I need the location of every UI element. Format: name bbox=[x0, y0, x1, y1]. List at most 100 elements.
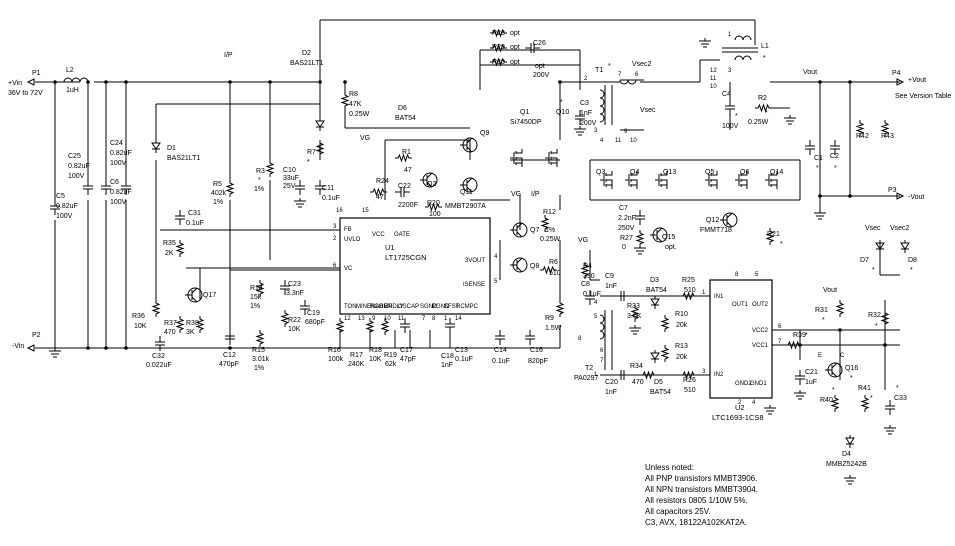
lbl-q11: Q11 bbox=[460, 189, 473, 196]
lbl-r14: R14 bbox=[250, 285, 263, 292]
lbl-l2-val: 1uH bbox=[66, 87, 79, 94]
lbl-r42: R42 bbox=[856, 133, 869, 140]
lbl-q15-v: opt. bbox=[665, 244, 677, 251]
u1-pn-3: 3 bbox=[333, 224, 337, 230]
port-version-note: See Version Table bbox=[895, 93, 951, 100]
lbl-c13: C13 bbox=[455, 347, 468, 354]
lbl-r19-v: 62k bbox=[385, 361, 397, 368]
lbl-c19-v: 680pF bbox=[305, 319, 325, 326]
lbl-r29-v: opt bbox=[510, 44, 520, 51]
lbl-t1-s: * bbox=[608, 63, 611, 70]
lbl-r13: R13 bbox=[675, 343, 688, 350]
lbl-c7-r: 250V bbox=[618, 225, 635, 232]
lbl-r18: R18 bbox=[369, 347, 382, 354]
lbl-q1-v: Si7450DP bbox=[510, 119, 542, 126]
lbl-c17: C17 bbox=[400, 347, 413, 354]
lbl-r28-v: opt bbox=[510, 30, 520, 37]
u1-pin-3vout: 3VOUT bbox=[465, 258, 485, 264]
lbl-r30: R30 bbox=[492, 59, 505, 66]
lbl-c12: C12 bbox=[223, 352, 236, 359]
lbl-q6: Q6 bbox=[740, 169, 749, 176]
u1-pin-vcc: VCC bbox=[372, 232, 385, 238]
lbl-r38: R38 bbox=[186, 320, 199, 327]
port-vin-range: 36V to 72V bbox=[8, 90, 43, 97]
lbl-q2: Q2 bbox=[427, 181, 436, 188]
lbl-c3-v: 1nF bbox=[580, 110, 592, 117]
u1-pn-2: 2 bbox=[333, 236, 337, 242]
lbl-r12: R12 bbox=[543, 209, 556, 216]
u2-pn-8: 8 bbox=[735, 272, 739, 278]
lbl-r8: R8 bbox=[349, 91, 358, 98]
note-line-2: All NPN transistors MMBT3904. bbox=[645, 485, 758, 494]
lbl-r38-v: 3K bbox=[186, 329, 195, 336]
lbl-c6-r: 100V bbox=[110, 199, 127, 206]
lbl-c10: C10 bbox=[283, 167, 296, 174]
t1-pin-6: 6 bbox=[635, 72, 639, 78]
u1-pin-rcmpc: RCMPC bbox=[456, 304, 479, 310]
lbl-c26-r: 200V bbox=[533, 72, 550, 79]
lbl-c2: C2 bbox=[830, 153, 839, 160]
l1-pin-11: 11 bbox=[710, 76, 717, 82]
net-ip-1: I/P bbox=[224, 52, 233, 59]
lbl-r10: R10 bbox=[675, 311, 688, 318]
port-vin-pos: +Vin bbox=[8, 80, 22, 87]
lbl-r9-w: 1.5W bbox=[545, 325, 562, 332]
u2-block bbox=[709, 279, 773, 399]
lbl-d5: D5 bbox=[654, 379, 663, 386]
u1-pn-10: 10 bbox=[384, 316, 391, 322]
note-line-3: All resistors 0805 1/10W 5%. bbox=[645, 496, 748, 505]
lbl-r36-v: 10K bbox=[134, 323, 147, 330]
lbl-r25: R25 bbox=[682, 277, 695, 284]
lbl-r20-v: 100 bbox=[429, 211, 441, 218]
lbl-c4-v: 100V bbox=[722, 123, 739, 130]
lbl-c7-v: 2.2nF bbox=[618, 215, 636, 222]
u1-pn-6: 6 bbox=[333, 263, 337, 269]
lbl-r39-s: * bbox=[805, 332, 808, 339]
lbl-c22-v: 2200F bbox=[398, 202, 418, 209]
lbl-r3-s: * bbox=[258, 177, 261, 184]
lbl-d5-v: BAT54 bbox=[650, 389, 671, 396]
lbl-q13: Q13 bbox=[663, 169, 676, 176]
t2-pin-7: 7 bbox=[600, 358, 604, 364]
labels: P1 +Vin 36V to 72V P2 -Vin P4 +Vout See … bbox=[8, 30, 951, 527]
lbl-t1: T1 bbox=[595, 67, 603, 74]
t2-pin-6: 6 bbox=[600, 348, 604, 354]
lbl-q4: Q4 bbox=[630, 169, 639, 176]
lbl-t2: T2 bbox=[585, 365, 593, 372]
lbl-q9: Q9 bbox=[480, 130, 489, 137]
u1-block bbox=[339, 217, 491, 315]
u2-pin-vcc2: VCC2 bbox=[752, 328, 769, 334]
lbl-c20-v: 1nF bbox=[605, 389, 617, 396]
lbl-r15: R15 bbox=[252, 347, 265, 354]
lbl-r2-w: 0.25W bbox=[748, 119, 769, 126]
lbl-r32-s: * bbox=[875, 323, 878, 330]
note-line-0: Unless noted: bbox=[645, 463, 694, 472]
lbl-c20: C20 bbox=[605, 379, 618, 386]
lbl-r27: R27 bbox=[620, 235, 633, 242]
lbl-c21: C21 bbox=[805, 369, 818, 376]
t1-pin-4: 4 bbox=[600, 138, 604, 144]
lbl-r40: R40 bbox=[820, 397, 833, 404]
lbl-c3: C3 bbox=[580, 100, 589, 107]
lbl-r36: R36 bbox=[132, 313, 145, 320]
lbl-d3: D3 bbox=[650, 277, 659, 284]
lbl-r17: R17 bbox=[350, 352, 363, 359]
t1-pin-9: 9 bbox=[624, 129, 628, 135]
lbl-r30-v: opt bbox=[510, 59, 520, 66]
l1-pin-12: 12 bbox=[710, 68, 717, 74]
lbl-r34-v: 470 bbox=[632, 379, 644, 386]
u2-name: LTC1693-1CS8 bbox=[712, 413, 764, 422]
u1-name: LT1725CGN bbox=[385, 253, 427, 262]
u1-pn-5: 5 bbox=[494, 279, 498, 285]
lbl-r12-s: * bbox=[545, 218, 548, 225]
lbl-c25: C25 bbox=[68, 153, 81, 160]
lbl-r8-w: 0.25W bbox=[349, 111, 370, 118]
lbl-r4: R4 bbox=[583, 263, 592, 270]
lbl-l1: L1 bbox=[761, 43, 769, 50]
lbl-d8-s: * bbox=[910, 267, 913, 274]
lbl-r22: R22 bbox=[288, 317, 301, 324]
lbl-r21: R21 bbox=[767, 231, 780, 238]
lbl-r28: R28 bbox=[492, 30, 505, 37]
t2-pin-1: 1 bbox=[594, 372, 598, 378]
lbl-r9-s: * bbox=[560, 311, 563, 318]
